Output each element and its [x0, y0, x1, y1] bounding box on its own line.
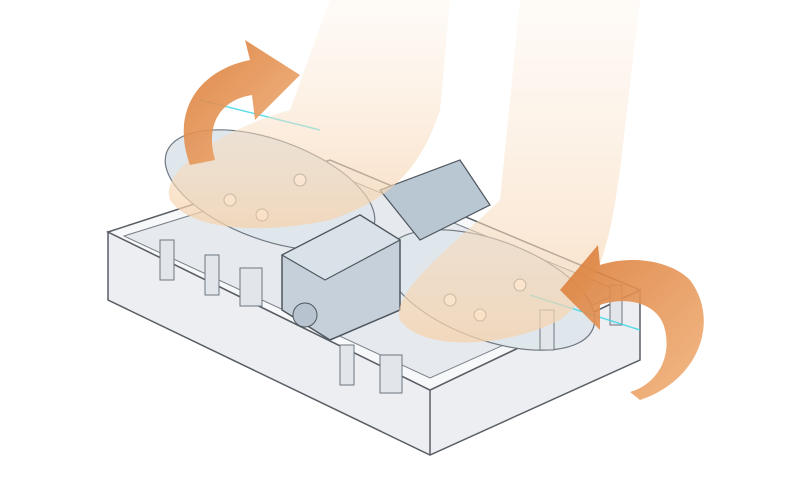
motor	[280, 159, 491, 341]
rotation-arrow-left	[183, 40, 300, 165]
rotation-arrow-right	[560, 245, 704, 400]
feet	[168, 0, 640, 343]
